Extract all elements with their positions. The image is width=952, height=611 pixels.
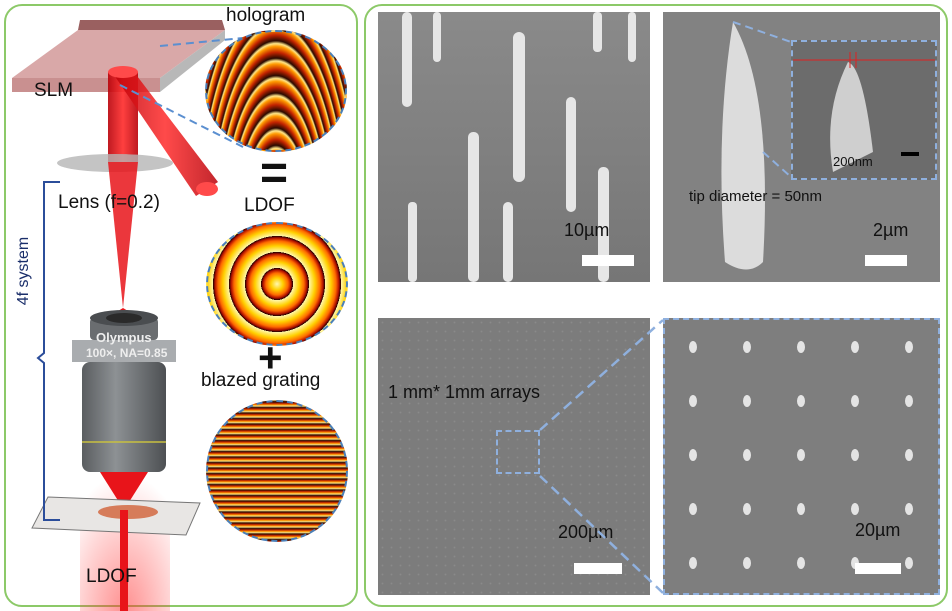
pillar-dot [743, 557, 751, 569]
sem-array-zoom-image: 20µm [663, 318, 940, 595]
equals-sign: = [260, 147, 289, 200]
pillar-scale-label: 10µm [564, 220, 610, 240]
pillar-dot [689, 395, 697, 407]
pillar-dot [689, 503, 697, 515]
zoom-connector-lines [539, 319, 664, 594]
sem-array-overview-image: 1 mm* 1mm arrays 200µm [378, 318, 650, 595]
ldof-label: LDOF [244, 195, 295, 216]
overview-scale-bar [574, 563, 622, 574]
tip-diameter-caption: tip diameter = 50nm [689, 188, 822, 205]
pillar-dot [743, 449, 751, 461]
zoom-scale-label: 20µm [855, 520, 901, 540]
pillar-scale-bar [582, 255, 634, 266]
pillar-dot [743, 341, 751, 353]
tip-scale-label: 2µm [873, 220, 909, 240]
4f-system-bracket [36, 181, 60, 521]
pillar-dot [851, 449, 859, 461]
hologram-label: hologram [226, 5, 306, 26]
reflected-beam [112, 72, 218, 196]
pillar-dot [851, 503, 859, 515]
pillar-dot [905, 557, 913, 569]
array-caption: 1 mm* 1mm arrays [388, 382, 541, 402]
sem-pillar-array-image: 10µm [378, 12, 650, 282]
zoom-region-box [496, 430, 540, 474]
output-ldof-label: LDOF [86, 566, 137, 587]
pillar-dot [797, 557, 805, 569]
plus-sign: + [258, 334, 283, 381]
optical-setup-illustration [12, 20, 286, 611]
ldof-pattern [206, 222, 348, 346]
pillar-dot [905, 395, 913, 407]
pillar-dot-grid [689, 341, 913, 569]
pillar-dot [689, 341, 697, 353]
lens-label: Lens (f=0.2) [58, 192, 160, 213]
pillar-dot [743, 503, 751, 515]
output-beam [120, 510, 128, 611]
pillar-dot [797, 395, 805, 407]
overview-scale-label: 200µm [558, 522, 614, 542]
tip [721, 21, 792, 270]
sem-single-tip-image: 200nm tip diameter = 50nm 2µm [663, 12, 940, 282]
objective-lens [72, 308, 176, 510]
zoom-scale-bar [855, 563, 901, 574]
pillar-dot [905, 503, 913, 515]
pillar-dot [905, 341, 913, 353]
tip-inset-image [793, 52, 935, 172]
pillar-dot [851, 395, 859, 407]
objective-brand-label: Olympus [96, 330, 152, 345]
slm-label: SLM [34, 80, 74, 101]
inset-scale-bar [901, 152, 919, 156]
hologram-pattern [205, 30, 347, 152]
optical-setup-panel [4, 4, 358, 607]
tip-inset: 200nm [791, 40, 937, 180]
pillar-dot [797, 449, 805, 461]
pillar-dot [905, 449, 913, 461]
pillars [402, 12, 636, 282]
4f-system-label: 4f system [15, 236, 33, 306]
pillar-dot [851, 341, 859, 353]
inset-scale-label: 200nm [833, 154, 873, 169]
blazed-grating-label: blazed grating [201, 370, 321, 391]
sem-results-panel [364, 4, 948, 607]
pillar-dot [743, 395, 751, 407]
objective-spec-label: 100×, NA=0.85 [86, 346, 168, 360]
pillar-dot [797, 503, 805, 515]
focused-beam [108, 162, 138, 308]
tip-scale-bar [865, 255, 907, 266]
pillar-dot [797, 341, 805, 353]
pillar-dot [689, 449, 697, 461]
blazed-grating-pattern [206, 400, 348, 542]
pillar-dot [689, 557, 697, 569]
